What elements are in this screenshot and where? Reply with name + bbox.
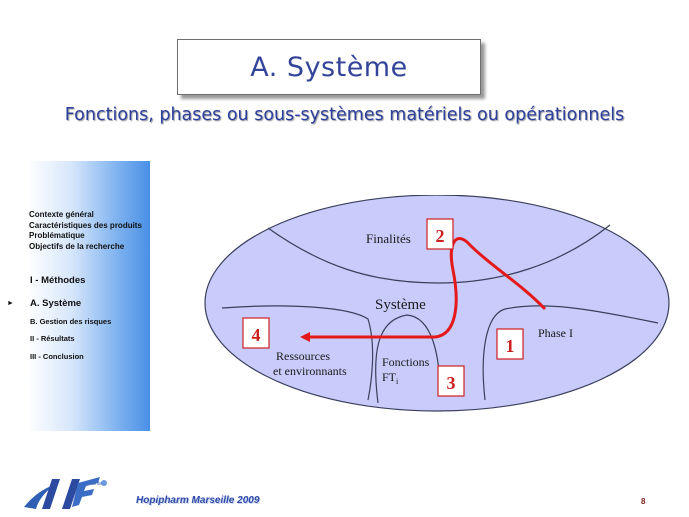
diagram-label-phase: Phase I	[538, 326, 573, 340]
right-region-boundary	[482, 305, 659, 401]
system-diagram: Finalités Système Phase I Ressources et …	[204, 195, 670, 412]
sidebar-intro-item[interactable]: Contexte général	[29, 210, 94, 219]
finalites-boundary	[267, 224, 611, 284]
sidebar-intro-item[interactable]: Caractéristiques des produits	[29, 220, 142, 230]
diagram-label-ressources: Ressources	[276, 349, 330, 363]
left-region-boundary	[221, 305, 374, 401]
number-box-1	[496, 328, 524, 360]
sidebar-intro-list: Contexte général Caractéristiques des pr…	[29, 210, 142, 252]
slide-subtitle: Fonctions, phases ou sous-systèmes matér…	[64, 105, 625, 125]
number-2: 2	[436, 226, 445, 246]
diagram-label-ft: FTi	[382, 370, 399, 386]
diagram-label-fonctions: Fonctions	[382, 355, 430, 369]
number-box-3	[437, 365, 465, 397]
number-3: 3	[447, 373, 456, 393]
diagram-label-environnants: et environnants	[273, 364, 347, 378]
sidebar-intro-item[interactable]: Objectifs de la recherche	[29, 241, 125, 251]
hopipharm-logo: Sainte...	[24, 477, 107, 509]
diagram-label-ft-sub: i	[396, 377, 399, 386]
center-region-boundary	[375, 314, 441, 404]
number-box-4	[242, 317, 270, 349]
sidebar-item-conclusion[interactable]: III - Conclusion	[30, 352, 84, 361]
diagram-label-finalites: Finalités	[366, 231, 411, 246]
diagram-label-systeme: Système	[375, 297, 426, 313]
number-1: 1	[506, 336, 515, 356]
diagram-label-ft-main: FT	[382, 370, 397, 384]
number-box-2	[426, 218, 454, 250]
system-ellipse	[204, 195, 670, 412]
page-number: 8	[641, 497, 646, 506]
sidebar-panel	[0, 161, 150, 431]
flow-arrow	[300, 237, 547, 342]
footer-event-name: Hopipharm Marseille 2009	[136, 495, 260, 506]
sidebar-intro-item[interactable]: Problématique	[29, 231, 85, 240]
logo-caption: Sainte...	[88, 481, 106, 487]
slide-title: A. Système	[250, 51, 408, 83]
sidebar-item-gestion-risques[interactable]: B. Gestion des risques	[30, 317, 112, 326]
slide-title-box: A. Système	[177, 39, 481, 95]
sidebar-item-systeme[interactable]: A. Système	[30, 298, 82, 309]
number-4: 4	[252, 325, 261, 345]
current-item-marker-icon: ►	[7, 300, 14, 307]
sidebar-item-methodes[interactable]: I - Méthodes	[30, 275, 86, 286]
sidebar-item-resultats[interactable]: II - Résultats	[30, 334, 75, 343]
